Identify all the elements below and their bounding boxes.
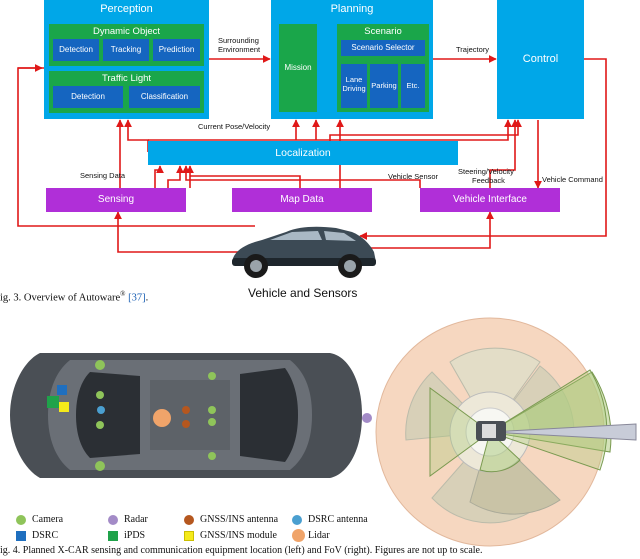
sensor-markers	[47, 360, 372, 471]
fig3-caption-end: .	[145, 292, 149, 304]
legend-gnss-antenna-swatch	[184, 515, 194, 525]
legend-dsrc-swatch	[16, 531, 26, 541]
camera-marker	[208, 372, 216, 380]
current-pose-label: Current Pose/Velocity	[198, 122, 271, 131]
vehicle-illustration	[232, 226, 376, 278]
fig4-caption: ig. 4. Planned X-CAR sensing and communi…	[0, 545, 483, 556]
legend-lidar-label: Lidar	[308, 530, 330, 541]
perception-block: Perception Dynamic Object Detection Trac…	[44, 0, 209, 119]
legend-dsrc-antenna-swatch	[292, 515, 302, 525]
camera-marker	[208, 406, 216, 414]
scenario-selector-box: Scenario Selector	[341, 40, 425, 56]
lidar-marker	[153, 409, 171, 427]
dynamic-object-group: Dynamic Object Detection Tracking Predic…	[49, 24, 204, 66]
legend-ipds-label: iPDS	[124, 530, 146, 541]
fig3-caption: ig. 3. Overview of Autoware® [37].	[0, 290, 148, 304]
fov-diagram	[375, 317, 637, 547]
prediction-box: Prediction	[153, 39, 200, 61]
steering-label-1: Steering/Velocity	[458, 167, 514, 176]
legend-gnss-module-label: GNSS/INS module	[200, 530, 277, 541]
legend-camera-swatch	[16, 515, 26, 525]
lane-driving-box: Lane Driving	[341, 64, 367, 108]
gnss-antenna-marker	[182, 406, 190, 414]
dynamic-object-title: Dynamic Object	[92, 26, 161, 37]
dsrc-module-marker	[57, 385, 67, 395]
fig3-caption-sup: ®	[120, 290, 126, 298]
perception-title: Perception	[100, 3, 153, 15]
fig3-caption-text: ig. 3. Overview of Autoware	[0, 292, 121, 304]
vehicle-interface-block: Vehicle Interface	[420, 188, 560, 212]
map-data-block: Map Data	[232, 188, 372, 212]
mission-box: Mission	[279, 24, 317, 112]
traffic-light-title: Traffic Light	[101, 73, 152, 84]
camera-marker	[96, 391, 104, 399]
scenario-group: Scenario Scenario Selector Lane Driving …	[337, 24, 429, 112]
planning-title: Planning	[330, 3, 374, 15]
planning-block: Planning Mission Scenario Scenario Selec…	[271, 0, 433, 119]
camera-marker	[95, 461, 105, 471]
legend-ipds-swatch	[108, 531, 118, 541]
legend-gnss-antenna-label: GNSS/INS antenna	[200, 514, 279, 525]
camera-marker	[96, 421, 104, 429]
steering-label-2: Feedback	[472, 176, 505, 185]
detection-box: Detection	[53, 39, 99, 61]
vehicle-sensors-label: Vehicle and Sensors	[248, 286, 358, 300]
car-top-view	[10, 353, 362, 478]
sensing-block: Sensing	[46, 188, 186, 212]
vehicle-command-label: Vehicle Command	[542, 175, 603, 184]
fig3-caption-ref: [37]	[128, 292, 146, 304]
traffic-light-group: Traffic Light Detection Classification	[49, 71, 204, 113]
legend-radar-swatch	[108, 515, 118, 525]
legend-gnss-module-swatch	[184, 531, 194, 541]
sensing-data-label: Sensing Data	[80, 171, 126, 180]
legend-dsrc-antenna-label: DSRC antenna	[308, 514, 368, 525]
legend-camera-label: Camera	[32, 514, 64, 525]
radar-marker	[362, 413, 372, 423]
ipds-marker	[47, 396, 59, 408]
gnss-module-marker	[59, 402, 69, 412]
surrounding-label-1: Surrounding	[218, 36, 259, 45]
classification-box: Classification	[129, 86, 200, 108]
camera-marker	[208, 418, 216, 426]
parking-box: Parking	[370, 64, 398, 108]
lane-driving-line2: Driving	[342, 84, 366, 93]
tracking-box: Tracking	[103, 39, 149, 61]
lane-driving-line1: Lane	[345, 75, 363, 84]
scenario-title: Scenario	[364, 26, 402, 37]
trajectory-label: Trajectory	[456, 45, 490, 54]
legend-dsrc-label: DSRC	[32, 530, 59, 541]
gnss-antenna-marker	[182, 420, 190, 428]
surrounding-label-2: Environment	[218, 45, 261, 54]
legend-radar-label: Radar	[124, 514, 148, 525]
legend-lidar-swatch	[292, 529, 305, 542]
control-block: Control	[497, 0, 584, 119]
camera-marker	[208, 452, 216, 460]
dsrc-antenna-marker	[97, 406, 105, 414]
vehicle-sensor-label: Vehicle Sensor	[388, 172, 439, 181]
camera-marker	[95, 360, 105, 370]
localization-block: Localization	[148, 141, 458, 165]
tl-detection-box: Detection	[53, 86, 123, 108]
etc-box: Etc.	[401, 64, 425, 108]
